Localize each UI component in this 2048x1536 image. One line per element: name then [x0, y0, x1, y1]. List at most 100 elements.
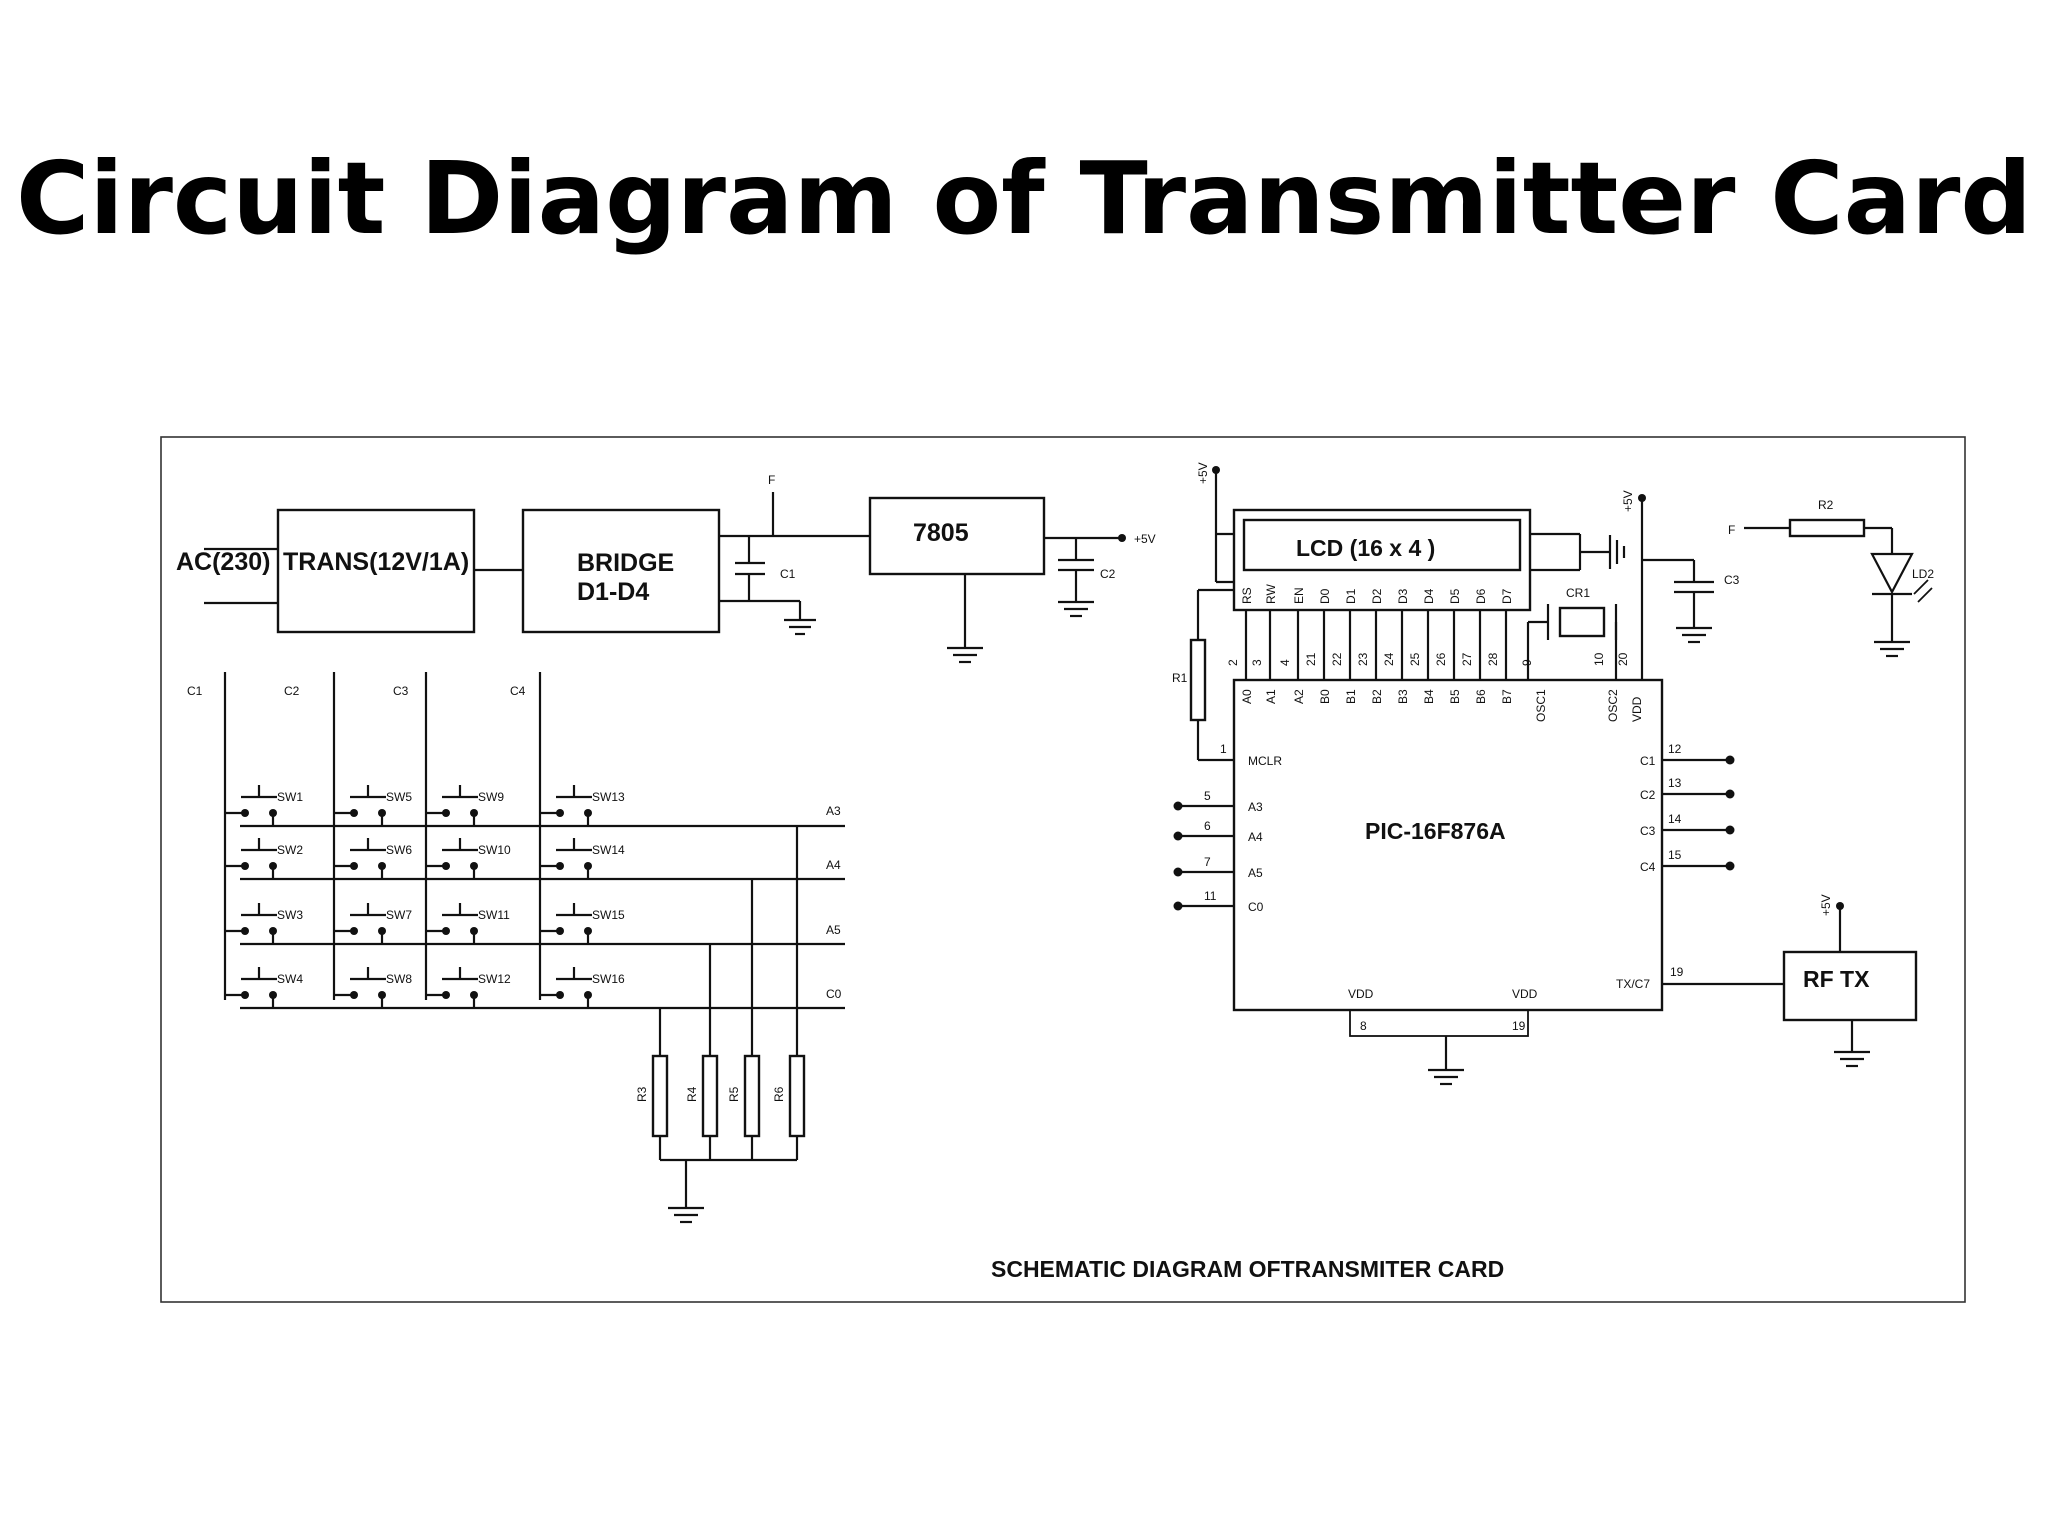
push-switch: SW11 — [426, 903, 510, 944]
push-switch: SW4 — [225, 967, 303, 1008]
push-switch: SW10 — [426, 838, 511, 879]
f-tap-label: F — [768, 473, 775, 487]
mcu-pin-number: 9 — [1520, 659, 1534, 666]
mcu-body — [1232, 678, 1664, 1012]
switch-label: SW7 — [386, 908, 412, 922]
mcu-pin-number: 14 — [1668, 812, 1682, 826]
mcu-pin-label: B3 — [1396, 689, 1410, 704]
svg-text:C3: C3 — [1724, 573, 1740, 587]
power-supply: AC(230) TRANS(12V/1A) BRIDGE D1-D4 F C1 … — [176, 473, 1156, 664]
mcu-pin-number: 27 — [1460, 652, 1474, 666]
lcd-pin-label: D5 — [1448, 588, 1462, 604]
push-switch: SW3 — [225, 903, 303, 944]
lcd-pin-label: D4 — [1422, 588, 1436, 604]
led-diode-icon — [1870, 552, 1914, 595]
transformer-label: TRANS(12V/1A) — [283, 548, 469, 576]
mcu-pin-number: 20 — [1616, 652, 1630, 666]
lcd-pin-label: RS — [1240, 587, 1254, 604]
mcu-pin-number: 22 — [1330, 652, 1344, 666]
mcu-pin-label: B2 — [1370, 689, 1384, 704]
mcu-pin-label: C1 — [1640, 754, 1656, 768]
vdd-pin-number: 8 — [1360, 1019, 1367, 1033]
mcu-pin-number: 4 — [1278, 659, 1292, 666]
push-switch: SW2 — [225, 838, 303, 879]
ground-symbol — [947, 646, 983, 664]
mcu-pin-label: A5 — [1248, 866, 1263, 880]
plus5v-label: +5V — [1621, 490, 1635, 512]
vdd-pin-label: VDD — [1512, 987, 1538, 1001]
r1-label: R1 — [1172, 671, 1188, 685]
capacitor-c3: C3 — [1674, 560, 1740, 644]
mcu-pin-number: 3 — [1250, 659, 1264, 666]
plus5v-label: +5V — [1134, 532, 1156, 546]
crystal-cr1: CR1 — [1526, 586, 1618, 680]
resistor-label: R3 — [635, 1086, 649, 1102]
keypad-row-label: A5 — [826, 923, 841, 937]
switch-label: SW6 — [386, 843, 412, 857]
lcd-pin-label: D3 — [1396, 588, 1410, 604]
lcd-pin-label: D0 — [1318, 588, 1332, 604]
switch-label: SW5 — [386, 790, 412, 804]
lcd-pin-label: RW — [1264, 584, 1278, 604]
mcu-pin-label: B1 — [1344, 689, 1358, 704]
resistor-label: R5 — [727, 1086, 741, 1102]
mcu-pin-label: OSC1 — [1534, 689, 1548, 722]
keypad-col-label: C3 — [393, 684, 409, 698]
capacitor-c2: C2 — [1058, 538, 1116, 618]
push-switch: SW6 — [334, 838, 412, 879]
transformer-box — [276, 508, 476, 634]
keypad-row-label: A3 — [826, 804, 841, 818]
switch-label: SW14 — [592, 843, 625, 857]
mcu-pin-number: 24 — [1382, 652, 1396, 666]
mcu-pin-label: C4 — [1640, 860, 1656, 874]
ground-symbol — [1874, 640, 1910, 658]
mcu-pin-number: 25 — [1408, 652, 1422, 666]
lcd-pin-label: EN — [1292, 587, 1306, 604]
mcu-pin-label: C0 — [1248, 900, 1264, 914]
keypad-col-label: C4 — [510, 684, 526, 698]
svg-text:C1: C1 — [780, 567, 796, 581]
bridge-label: BRIDGE — [577, 549, 674, 577]
svg-text:CR1: CR1 — [1566, 586, 1590, 600]
ld2-label: LD2 — [1912, 567, 1934, 581]
tx-pin-label: TX/C7 — [1616, 977, 1650, 991]
mcu-pin-label: A0 — [1240, 689, 1254, 704]
mcu-top-pins: 2A03A14A221B022B123B224B325B426B527B628B… — [1226, 610, 1644, 722]
mcu-pin-number: 2 — [1226, 659, 1240, 666]
mcu-pin-number: 10 — [1592, 652, 1606, 666]
ac-input-label: AC(230) — [176, 548, 270, 576]
rf-transmitter: RF TX +5V — [1782, 894, 1918, 1068]
keypad-row-label: C0 — [826, 987, 842, 1001]
mcu-pin-number: 13 — [1668, 776, 1682, 790]
push-switch: SW7 — [334, 903, 412, 944]
resistor: R3 — [635, 1054, 669, 1160]
switch-label: SW4 — [277, 972, 303, 986]
mcu-pin-label: A4 — [1248, 830, 1263, 844]
keypad-col-label: C1 — [187, 684, 203, 698]
push-switch: SW1 — [225, 785, 303, 826]
mcu-pin-number: 28 — [1486, 652, 1500, 666]
schematic-frame — [160, 436, 1966, 1303]
mcu-pin-number: 6 — [1204, 819, 1211, 833]
regulator-label: 7805 — [913, 519, 969, 547]
mcu-pin-number: 23 — [1356, 652, 1370, 666]
mcu-pin-number: 26 — [1434, 652, 1448, 666]
mcu-pin-label: OSC2 — [1606, 689, 1620, 722]
r2-label: R2 — [1818, 498, 1834, 512]
push-switch: SW5 — [334, 785, 412, 826]
mcu-pin-label: B5 — [1448, 689, 1462, 704]
lcd-label: LCD (16 x 4 ) — [1296, 535, 1435, 561]
resistor-r2 — [1788, 518, 1866, 538]
mcu-pin-label: A1 — [1264, 689, 1278, 704]
ground-symbol — [1428, 1068, 1464, 1086]
svg-text:C2: C2 — [1100, 567, 1116, 581]
switch-label: SW10 — [478, 843, 511, 857]
mcu-pin-number: 11 — [1204, 889, 1217, 903]
lcd-pin-label: D1 — [1344, 588, 1358, 604]
plus5v-label: +5V — [1196, 462, 1210, 484]
